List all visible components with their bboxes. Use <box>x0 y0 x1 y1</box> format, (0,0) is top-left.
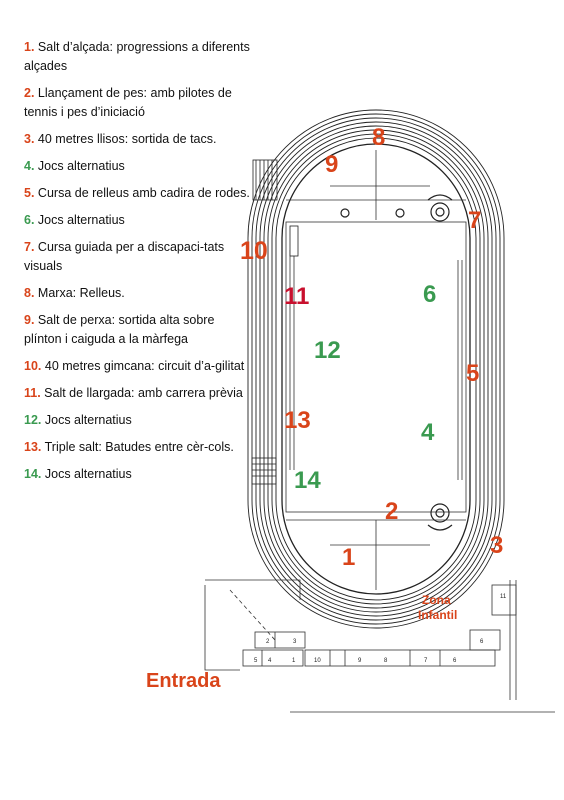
zone-label: 1 <box>342 544 355 571</box>
legend-item: 10. 40 metres gimcana: circuit d’a-gilit… <box>24 357 254 376</box>
entrance-label: Entrada <box>146 670 221 692</box>
building-number: 7 <box>424 658 428 664</box>
legend-item: 1. Salt d’alçada: progressions a diferen… <box>24 38 254 76</box>
legend-item: 4. Jocs alternatius <box>24 157 254 176</box>
legend-number: 2. <box>24 86 35 100</box>
zone-label: 13 <box>284 407 311 434</box>
zone-label: 4 <box>421 419 435 446</box>
zone-label: 11 <box>284 283 309 310</box>
legend-number: 11. <box>24 386 41 400</box>
zona-infantil-label: Zona Infantil <box>418 593 457 622</box>
zone-label: 2 <box>385 498 398 525</box>
building-number: 3 <box>293 639 297 645</box>
building-number: 6 <box>480 639 484 645</box>
legend-item: 14. Jocs alternatius <box>24 465 254 484</box>
legend-text: Salt de llargada: amb carrera prèvia <box>44 386 243 400</box>
zone-label: 5 <box>466 360 479 387</box>
legend-text: Marxa: Relleus. <box>37 286 125 300</box>
legend-text: Jocs alternatius <box>37 159 125 173</box>
legend-item: 6. Jocs alternatius <box>24 211 254 230</box>
legend-item: 3. 40 metres llisos: sortida de tacs. <box>24 130 254 149</box>
legend-text: Cursa de relleus amb cadira de rodes. <box>37 186 250 200</box>
zone-label: 7 <box>468 207 481 234</box>
legend-text: Salt d’alçada: progressions a diferents … <box>24 40 250 73</box>
legend-number: 5. <box>24 186 35 200</box>
legend-number: 13. <box>24 440 42 454</box>
building-numbers: 2 3 4 5 1 10 9 8 7 6 6 11 <box>254 594 507 664</box>
throwing-circle-icon <box>340 194 453 531</box>
zone-label: 10 <box>240 237 268 265</box>
building-number: 9 <box>358 658 362 664</box>
zona-infantil-line: Infantil <box>418 608 457 622</box>
grandstand <box>251 159 278 485</box>
legend-number: 3. <box>24 132 35 146</box>
legend-item: 9. Salt de perxa: sortida alta sobre plí… <box>24 311 254 349</box>
zone-label: 14 <box>294 467 321 494</box>
building-number: 4 <box>268 658 272 664</box>
building-number: 2 <box>266 639 270 645</box>
legend-number: 12. <box>24 413 42 427</box>
zone-numbers: 8 9 7 10 11 6 12 5 13 4 14 2 3 1 <box>240 124 503 571</box>
building-number: 11 <box>500 594 507 600</box>
zone-label: 12 <box>314 337 341 364</box>
legend-text: Cursa guiada per a discapaci-tats visual… <box>24 240 225 273</box>
legend-item: 12. Jocs alternatius <box>24 411 254 430</box>
legend-number: 14. <box>24 467 42 481</box>
legend: 1. Salt d’alçada: progressions a diferen… <box>24 38 254 492</box>
building-number: 1 <box>292 658 296 664</box>
inner-field <box>285 150 467 590</box>
legend-number: 9. <box>24 313 35 327</box>
legend-text: Jocs alternatius <box>44 413 132 427</box>
legend-item: 7. Cursa guiada per a discapaci-tats vis… <box>24 238 254 276</box>
legend-text: Jocs alternatius <box>37 213 125 227</box>
running-track <box>247 109 505 629</box>
zona-infantil-line: Zona <box>422 593 451 607</box>
building-number: 10 <box>314 658 321 664</box>
legend-number: 4. <box>24 159 35 173</box>
legend-text: Salt de perxa: sortida alta sobre plínto… <box>24 313 215 346</box>
building-number: 6 <box>453 658 457 664</box>
building-number: 5 <box>254 658 258 664</box>
legend-text: 40 metres llisos: sortida de tacs. <box>37 132 217 146</box>
legend-item: 11. Salt de llargada: amb carrera prèvia <box>24 384 254 403</box>
legend-number: 1. <box>24 40 35 54</box>
legend-number: 6. <box>24 213 35 227</box>
legend-number: 10. <box>24 359 42 373</box>
zone-label: 3 <box>490 532 503 559</box>
legend-number: 7. <box>24 240 35 254</box>
building-number: 8 <box>384 658 388 664</box>
legend-text: Triple salt: Batudes entre cèr-cols. <box>44 440 234 454</box>
legend-item: 13. Triple salt: Batudes entre cèr-cols. <box>24 438 254 457</box>
legend-text: Llançament de pes: amb pilotes de tennis… <box>24 86 232 119</box>
legend-text: Jocs alternatius <box>44 467 132 481</box>
zone-label: 9 <box>325 151 338 178</box>
legend-text: 40 metres gimcana: circuit d’a-gilitat <box>44 359 245 373</box>
zone-label: 8 <box>372 124 385 151</box>
buildings <box>204 579 555 713</box>
legend-item: 8. Marxa: Relleus. <box>24 284 254 303</box>
legend-number: 8. <box>24 286 35 300</box>
zone-label: 6 <box>423 281 436 308</box>
legend-item: 5. Cursa de relleus amb cadira de rodes. <box>24 184 254 203</box>
legend-item: 2. Llançament de pes: amb pilotes de ten… <box>24 84 254 122</box>
